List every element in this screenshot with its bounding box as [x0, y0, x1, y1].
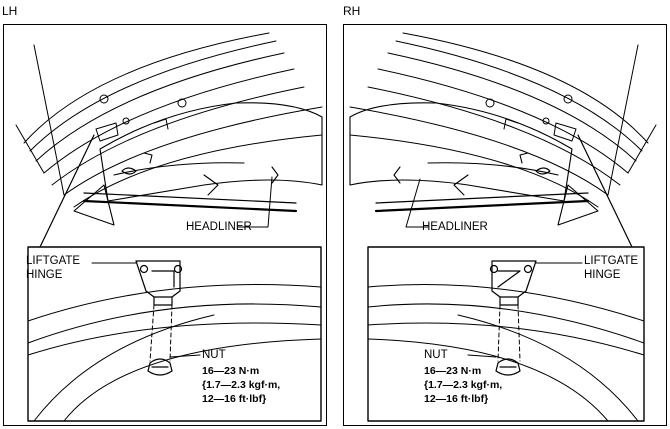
detail-callout-lh [39, 134, 95, 248]
nut-leader-lh [169, 354, 201, 358]
headliner-leader-lh [237, 176, 273, 228]
torque-ftlbf-rh: 12—16 ft·lbf} [424, 393, 489, 405]
torque-ftlbf-lh: 12—16 ft·lbf} [202, 393, 267, 405]
bolt-alignment-rh [497, 304, 521, 362]
inset-box-rh [367, 246, 645, 422]
nut-rh [495, 358, 521, 376]
headliner-label-lh: HEADLINER [186, 221, 252, 233]
torque-nm-lh: 16—23 N·m [202, 365, 260, 377]
bolt-alignment-lh [149, 304, 173, 362]
torque-nm-rh: 16—23 N·m [424, 365, 482, 377]
torque-kgfm-lh: {1.7—2.3 kgf·m, [202, 379, 281, 391]
nut-label-lh: NUT [202, 349, 226, 361]
liftgate-hinge-rh [489, 260, 537, 306]
liftgate-hinge-lh [135, 260, 183, 306]
hinge-label-line1-rh: LIFTGATE [584, 255, 639, 267]
headliner-panel-rh [349, 102, 599, 226]
inset-panel-lines-rh [367, 284, 645, 422]
detail-callout-rh [577, 134, 633, 248]
hinge-label-line2-rh: HINGE [584, 269, 621, 281]
illustration-lh [15, 32, 323, 422]
hinge-label-line1-lh: LIFTGATE [26, 255, 81, 267]
headliner-leader-rh [405, 178, 429, 228]
headliner-label-rh: HEADLINER [422, 221, 488, 233]
nut-label-rh: NUT [424, 349, 448, 361]
panel-rh: HEADLINER LIFTGATE HINGE NUT 16—23 N·m {… [343, 24, 667, 426]
panel-lh: HEADLINER LIFTGATE HINGE NUT 16—23 N·m {… [3, 24, 327, 426]
side-label-lh: LH [2, 4, 18, 18]
nut-lh [147, 358, 173, 376]
liftgate-opening-lh [15, 32, 323, 208]
nut-leader-rh [467, 354, 497, 358]
headliner-panel-lh [73, 102, 323, 226]
hinge-bracket-upper-rh [485, 94, 577, 142]
illustration-rh [349, 32, 657, 422]
hinge-label-line2-lh: HINGE [26, 269, 63, 281]
torque-kgfm-rh: {1.7—2.3 kgf·m, [424, 379, 503, 391]
hinge-bracket-upper-lh [95, 94, 187, 142]
side-label-rh: RH [343, 4, 361, 18]
inset-panel-lines-lh [27, 284, 322, 422]
liftgate-opening-rh [349, 32, 657, 208]
